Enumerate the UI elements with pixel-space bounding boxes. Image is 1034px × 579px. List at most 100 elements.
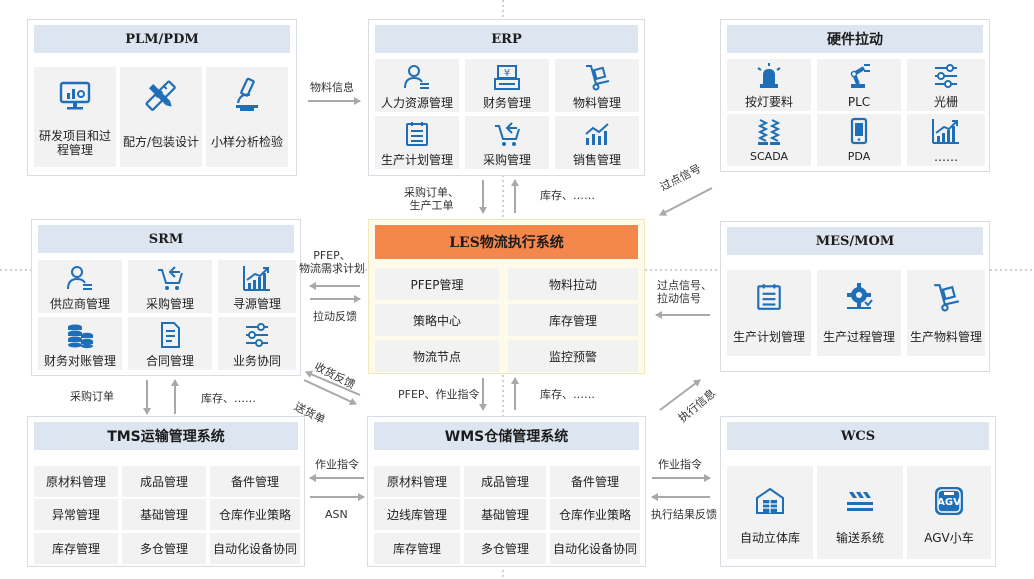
yuan-register-icon: ¥ xyxy=(493,63,521,91)
mes-item-plan[interactable]: 生产计划管理 xyxy=(727,270,811,356)
hw-item-grating[interactable]: 光栅 xyxy=(907,59,985,111)
tms-item-strategy[interactable]: 仓库作业策略 xyxy=(210,499,300,530)
wcs-item-asrs[interactable]: 自动立体库 xyxy=(727,466,813,559)
tms-panel: TMS运输管理系统 原材料管理 成品管理 备件管理 异常管理 基础管理 仓库作业… xyxy=(27,416,305,567)
erp-item-purchase[interactable]: 采购管理 xyxy=(465,116,549,169)
flow-label-srm-les: 拉动反馈 xyxy=(313,310,357,323)
wcs-panel: WCS 自动立体库 输送系统 AGV AGV小车 xyxy=(720,416,996,567)
plm-panel: PLM/PDM 研发项目和过程管理 配方/包装设计 小样分析检验 xyxy=(27,19,297,176)
srm-item-label: 业务协同 xyxy=(232,354,281,368)
growth-chart-icon xyxy=(931,117,961,145)
flow-label-tms-srm: 库存、…… xyxy=(201,392,256,405)
srm-item-sourcing[interactable]: 寻源管理 xyxy=(218,260,296,313)
coins-icon xyxy=(65,321,95,349)
wcs-item-label: AGV小车 xyxy=(924,531,974,545)
erp-item-production-plan[interactable]: 生产计划管理 xyxy=(375,116,459,169)
arrow-wcs-to-les xyxy=(659,379,701,411)
plm-item-label: 小样分析检验 xyxy=(210,135,283,149)
hw-item-scada[interactable]: SCADA xyxy=(727,114,811,166)
flow-label-wms-les: 库存、…… xyxy=(540,388,595,401)
srm-item-supplier[interactable]: 供应商管理 xyxy=(38,260,122,313)
plm-item-rd[interactable]: 研发项目和过程管理 xyxy=(34,67,116,167)
wms-item-strategy[interactable]: 仓库作业策略 xyxy=(550,499,640,530)
wms-item-finished[interactable]: 成品管理 xyxy=(464,466,546,497)
tms-item-spare[interactable]: 备件管理 xyxy=(210,466,300,497)
erp-item-label: 物料管理 xyxy=(572,96,621,110)
hw-item-andon[interactable]: 按灯要料 xyxy=(727,59,811,111)
les-item-material-pull[interactable]: 物料拉动 xyxy=(508,268,638,300)
srm-title: SRM xyxy=(38,225,294,253)
hw-item-plc[interactable]: PLC xyxy=(817,59,901,111)
srm-item-contract[interactable]: 合同管理 xyxy=(128,317,212,370)
wms-item-inventory[interactable]: 库存管理 xyxy=(374,533,460,564)
erp-item-finance[interactable]: ¥ 财务管理 xyxy=(465,59,549,112)
wms-item-multiwarehouse[interactable]: 多仓管理 xyxy=(464,533,546,564)
les-item-strategy[interactable]: 策略中心 xyxy=(375,304,499,336)
flow-label-les-erp: 库存、…… xyxy=(540,189,595,202)
mes-panel: MES/MOM 生产计划管理 生产过程管理 生产物料管理 xyxy=(720,221,990,372)
tms-item-raw[interactable]: 原材料管理 xyxy=(34,466,118,497)
tms-item-automation[interactable]: 自动化设备协同 xyxy=(210,533,300,564)
user-list-icon xyxy=(66,264,94,292)
flow-label-srm-tms: 采购订单 xyxy=(70,390,114,403)
plm-item-design[interactable]: 配方/包装设计 xyxy=(120,67,202,167)
plm-item-sample[interactable]: 小样分析检验 xyxy=(206,67,288,167)
hw-item-more[interactable]: …… xyxy=(907,114,985,166)
wms-item-lineside[interactable]: 边线库管理 xyxy=(374,499,460,530)
wms-item-automation[interactable]: 自动化设备协同 xyxy=(550,533,640,564)
mes-item-label: 生产计划管理 xyxy=(732,330,805,344)
hw-item-label: PDA xyxy=(847,150,871,163)
growth-chart-icon xyxy=(242,264,272,292)
erp-item-material[interactable]: 物料管理 xyxy=(555,59,639,112)
svg-text:AGV: AGV xyxy=(937,497,961,508)
les-item-node[interactable]: 物流节点 xyxy=(375,340,499,372)
srm-item-reconcile[interactable]: 财务对账管理 xyxy=(38,317,122,370)
robot-arm-icon xyxy=(845,62,873,90)
flow-label-les-srm-text: PFEP、 物流需求计划 xyxy=(299,249,365,275)
hand-truck-icon xyxy=(583,63,611,91)
les-item-monitor[interactable]: 监控预警 xyxy=(508,340,638,372)
mes-item-process[interactable]: 生产过程管理 xyxy=(817,270,901,356)
mes-title: MES/MOM xyxy=(727,227,983,255)
erp-item-sales[interactable]: 销售管理 xyxy=(555,116,639,169)
wms-item-spare[interactable]: 备件管理 xyxy=(550,466,640,497)
flow-label-plm-erp: 物料信息 xyxy=(310,81,354,94)
bar-trend-icon xyxy=(583,120,611,148)
les-item-pfep[interactable]: PFEP管理 xyxy=(375,268,499,300)
microscope-icon xyxy=(230,77,264,113)
plm-title: PLM/PDM xyxy=(34,25,290,53)
les-item-inventory[interactable]: 库存管理 xyxy=(508,304,638,336)
erp-item-label: 采购管理 xyxy=(482,153,531,167)
wms-title: WMS仓储管理系统 xyxy=(374,422,639,450)
mes-item-material[interactable]: 生产物料管理 xyxy=(907,270,985,356)
wms-item-raw[interactable]: 原材料管理 xyxy=(374,466,460,497)
cart-return-icon xyxy=(156,264,184,292)
mes-item-label: 生产物料管理 xyxy=(909,330,982,344)
srm-item-collab[interactable]: 业务协同 xyxy=(218,317,296,370)
gear-check-icon xyxy=(844,282,874,312)
wms-item-basic[interactable]: 基础管理 xyxy=(464,499,546,530)
flow-label-erp-les-text: 采购订单、 生产工单 xyxy=(404,186,459,212)
wcs-item-label: 输送系统 xyxy=(835,531,884,545)
calendar-list-icon xyxy=(403,120,431,148)
flow-label-tms-wms: ASN xyxy=(325,508,348,521)
mes-item-label: 生产过程管理 xyxy=(822,330,895,344)
tms-item-finished[interactable]: 成品管理 xyxy=(122,466,206,497)
les-title: LES物流执行系统 xyxy=(375,225,638,259)
flow-label-mes-les: 过点信号、 拉动信号 xyxy=(657,279,712,305)
wcs-title: WCS xyxy=(727,422,989,450)
arrow-hw-to-les xyxy=(659,187,713,216)
erp-item-hr[interactable]: 人力资源管理 xyxy=(375,59,459,112)
hw-item-pda[interactable]: PDA xyxy=(817,114,901,166)
tms-item-inventory[interactable]: 库存管理 xyxy=(34,533,118,564)
srm-item-label: 供应商管理 xyxy=(49,297,110,311)
tms-item-basic[interactable]: 基础管理 xyxy=(122,499,206,530)
tms-item-exception[interactable]: 异常管理 xyxy=(34,499,118,530)
plm-item-label: 配方/包装设计 xyxy=(122,135,200,149)
hardware-panel: 硬件拉动 按灯要料 PLC 光栅 SCADA PDA …… xyxy=(720,19,990,172)
wcs-item-agv[interactable]: AGV AGV小车 xyxy=(907,466,991,559)
tms-item-multiwarehouse[interactable]: 多仓管理 xyxy=(122,533,206,564)
wcs-item-conveyor[interactable]: 输送系统 xyxy=(817,466,903,559)
springs-icon xyxy=(755,117,783,147)
srm-item-purchase[interactable]: 采购管理 xyxy=(128,260,212,313)
